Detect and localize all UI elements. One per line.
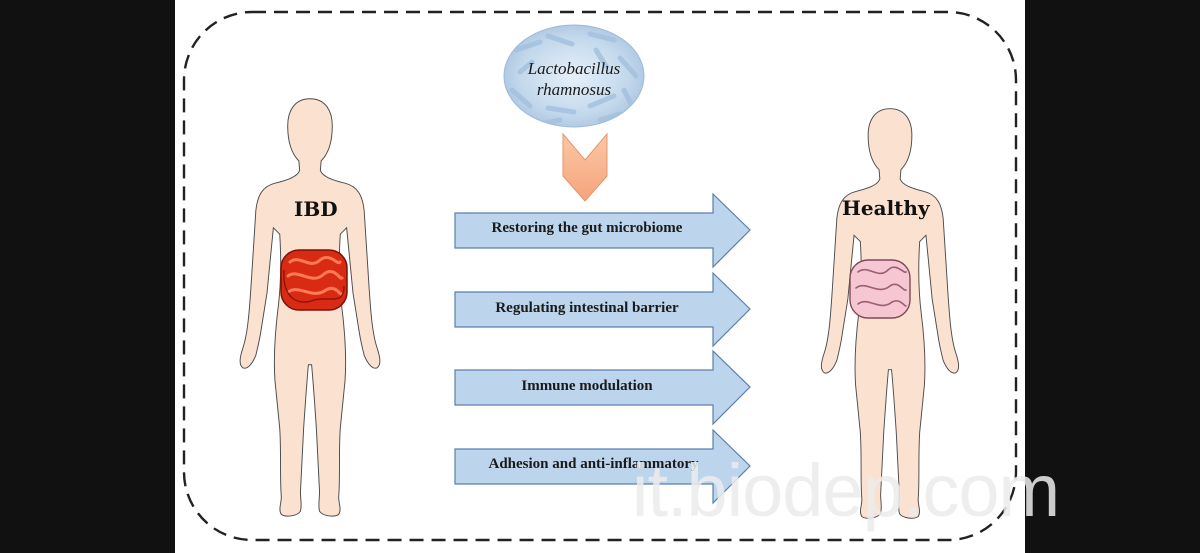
down-chevron-icon: [562, 132, 608, 202]
mechanism-label-3: Immune modulation: [521, 378, 653, 394]
bacteria-ellipse: [503, 24, 645, 128]
healthy-label: Healthy: [842, 196, 930, 220]
mechanism-label-2: Regulating intestinal barrier: [495, 300, 679, 316]
mechanism-arrow-3: [454, 349, 751, 426]
mechanism-arrow-4: [454, 428, 751, 505]
healthy-intestine-icon: [849, 259, 911, 319]
mechanism-label-4: Adhesion and anti-inflammatory: [488, 456, 699, 472]
ibd-label: IBD: [294, 197, 338, 221]
watermark-text: it.biodep.com: [632, 449, 1060, 532]
ibd-intestine-icon: [280, 249, 348, 311]
bacteria-name-line-1: Lactobacillus: [527, 59, 621, 78]
mechanism-arrow-2: [454, 271, 751, 348]
mechanism-arrow-1: [454, 192, 751, 269]
mechanism-label-1: Restoring the gut microbiome: [491, 220, 683, 236]
bacteria-name-line-2: rhamnosus: [536, 80, 612, 99]
dashed-frame: [182, 10, 1018, 542]
bacteria-name: Lactobacillus rhamnosus: [506, 58, 642, 100]
